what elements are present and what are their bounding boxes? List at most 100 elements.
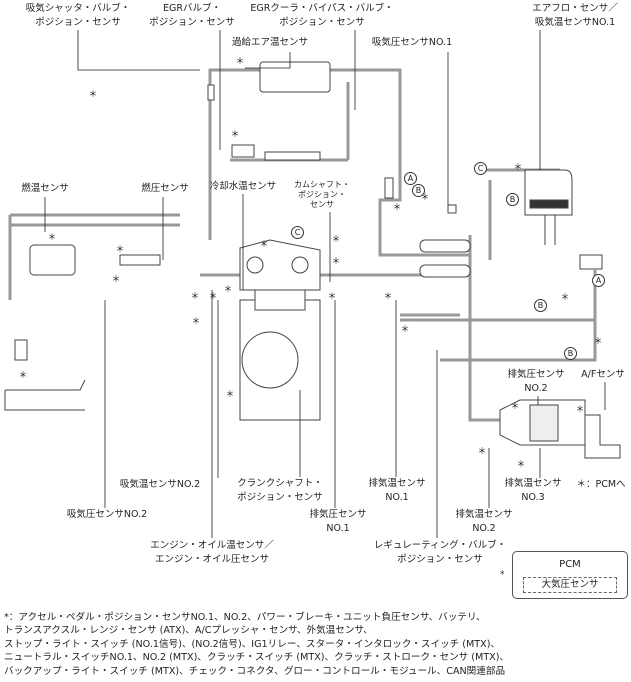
map-sensor-no1 <box>447 204 457 214</box>
label-exhaust-pressure-no1: 排気圧センサ NO.1 <box>309 508 366 536</box>
star-marker-icon: ＊ <box>111 275 121 285</box>
star-marker-icon: ＊ <box>47 233 57 243</box>
label-iat-no2: 吸気温センサNO.2 <box>119 479 201 490</box>
label-line: 排気温センサ <box>504 478 562 489</box>
label-line: ポジション・センサ <box>35 17 121 28</box>
crankshaft <box>241 331 299 389</box>
label-line: NO.3 <box>521 492 545 503</box>
egr-heater <box>264 151 321 161</box>
star-marker-icon: ＊ <box>208 292 218 302</box>
tail-pipe <box>584 414 621 459</box>
label-boost-air-temp: 過給エア温センサ <box>231 37 309 48</box>
star-marker-icon: ＊ <box>18 371 28 381</box>
label-line: 排気圧センサ <box>507 369 565 380</box>
label-egr-cooler-bypass-sensor: EGRクーラ・バイパス・バルブ・ポジション・センサ <box>250 2 393 30</box>
star-marker-icon: ＊ <box>190 292 200 302</box>
star-marker-icon: ＊ <box>115 245 125 255</box>
dpf-filter <box>529 404 559 442</box>
label-line: EGRクーラ・バイパス・バルブ・ <box>250 3 394 14</box>
label-line: NO.1 <box>326 523 350 534</box>
label-line: ポジション・ <box>298 190 346 199</box>
label-line: 吸気温センサNO.1 <box>534 17 616 28</box>
star-marker-icon: ＊ <box>420 193 430 203</box>
connector-a-icon: A <box>592 274 605 287</box>
fuel-filter <box>14 339 28 361</box>
label-camshaft-sensor: カムシャフト・ポジション・センサ <box>294 180 350 210</box>
footnote-line: バックアップ・ライト・スイッチ (MTX)、チェック・コネクタ、グロー・コントロ… <box>4 665 506 677</box>
intake-pipe <box>208 68 470 257</box>
label-to-pcm: ＊：PCMへ <box>576 479 626 490</box>
star-marker-icon: ＊ <box>331 257 341 267</box>
star-marker-icon: ＊ <box>259 240 269 250</box>
label-line: カムシャフト・ <box>294 180 350 189</box>
turbo-exhaust <box>419 264 471 278</box>
label-line: 排気温センサ <box>368 478 426 489</box>
valve-cover <box>239 239 321 291</box>
fuel-pump <box>29 244 76 276</box>
vacuum-line-2 <box>440 270 597 362</box>
star-marker-icon: ＊ <box>225 390 235 400</box>
pcm-box: PCM 大気圧センサ <box>512 551 628 599</box>
label-line: エンジン・オイル圧センサ <box>154 554 270 565</box>
fuel-tank <box>4 379 86 411</box>
turbo-intake <box>419 239 471 253</box>
label-line: クランクシャフト・ <box>237 478 323 489</box>
common-rail <box>119 254 161 266</box>
label-coolant-temp: 冷却水温センサ <box>209 181 277 192</box>
connector-a-icon: A <box>404 172 417 185</box>
label-fuel-temp: 燃温センサ <box>21 183 69 194</box>
star-marker-icon: ＊ <box>191 317 201 327</box>
star-marker-icon: ＊ <box>560 293 570 303</box>
footnote-line: *：アクセル・ペダル・ポジション・センサNO.1、NO.2、パワー・ブレーキ・ユ… <box>4 612 486 623</box>
label-map-no1: 吸気圧センサNO.1 <box>371 37 453 48</box>
leader-lines <box>44 30 606 538</box>
label-exhaust-pressure-no2: 排気圧センサ NO.2 <box>507 368 564 396</box>
footnote-line: ニュートラル・スイッチNO.1、NO.2 (MTX)、クラッチ・スイッチ (MT… <box>4 652 510 664</box>
label-line: 吸気シャッタ・バルブ・ <box>25 3 131 14</box>
label-line: エアフロ・センサ／ <box>532 3 618 14</box>
vacuum-line <box>400 313 595 322</box>
label-intake-shutter-sensor: 吸気シャッタ・バルブ・ポジション・センサ <box>26 2 131 30</box>
connector-b-icon: B <box>412 184 425 197</box>
footnote-line: ストップ・ライト・スイッチ (NO.1信号)、(NO.2信号)、IG1リレー、ス… <box>4 638 501 650</box>
label-line: 排気圧センサ <box>309 509 367 520</box>
barometric-sensor: 大気圧センサ <box>523 577 617 593</box>
label-af-sensor: A/Fセンサ <box>581 369 625 380</box>
connector-b-icon: B <box>534 299 547 312</box>
star-marker-icon: ＊ <box>593 337 603 347</box>
star-marker-icon: ＊ <box>392 203 402 213</box>
air-filter <box>529 199 569 209</box>
label-maf-iat1: エアフロ・センサ／ 吸気温センサNO.1 <box>532 2 618 30</box>
label-line: ポジション・センサ <box>149 17 235 28</box>
label-map-no2: 吸気圧センサNO.2 <box>66 509 148 520</box>
label-line: エンジン・オイル温センサ／ <box>150 540 274 551</box>
turbo-actuator <box>384 177 394 199</box>
connector-c-icon: C <box>291 226 304 239</box>
label-oil-sensor: エンジン・オイル温センサ／ エンジン・オイル圧センサ <box>150 539 274 567</box>
footnotes: *：アクセル・ペダル・ポジション・センサNO.1、NO.2、パワー・ブレーキ・ユ… <box>4 611 509 678</box>
cam-pulley-intake <box>246 256 264 274</box>
star-marker-icon: ＊ <box>516 460 526 470</box>
label-line: NO.2 <box>524 383 548 394</box>
star-marker-icon: ＊ <box>575 405 585 415</box>
star-marker-icon: ＊ <box>235 57 245 67</box>
components <box>4 61 621 459</box>
cam-pulley-exhaust <box>291 256 309 274</box>
star-marker-icon: ＊ <box>223 285 233 295</box>
label-crankshaft-sensor: クランクシャフト・ポジション・センサ <box>237 477 323 505</box>
star-marker-icon: ＊ <box>513 163 523 173</box>
pcm-star: * <box>500 570 505 580</box>
label-regulating-valve-sensor: レギュレーティング・バルブ・ポジション・センサ <box>374 539 506 567</box>
label-line: NO.1 <box>385 492 409 503</box>
fuel-line <box>8 213 180 300</box>
label-exhaust-temp-no3: 排気温センサ NO.3 <box>504 477 561 505</box>
label-exhaust-temp-no1: 排気温センサ NO.1 <box>368 477 425 505</box>
star-marker-icon: ＊ <box>477 447 487 457</box>
label-line: NO.2 <box>472 523 496 534</box>
star-marker-icon: ＊ <box>331 235 341 245</box>
label-egr-valve-sensor: EGRバルブ・ポジション・センサ <box>149 2 235 30</box>
star-marker-icon: ＊ <box>510 402 520 412</box>
label-line: センサ <box>310 200 334 209</box>
